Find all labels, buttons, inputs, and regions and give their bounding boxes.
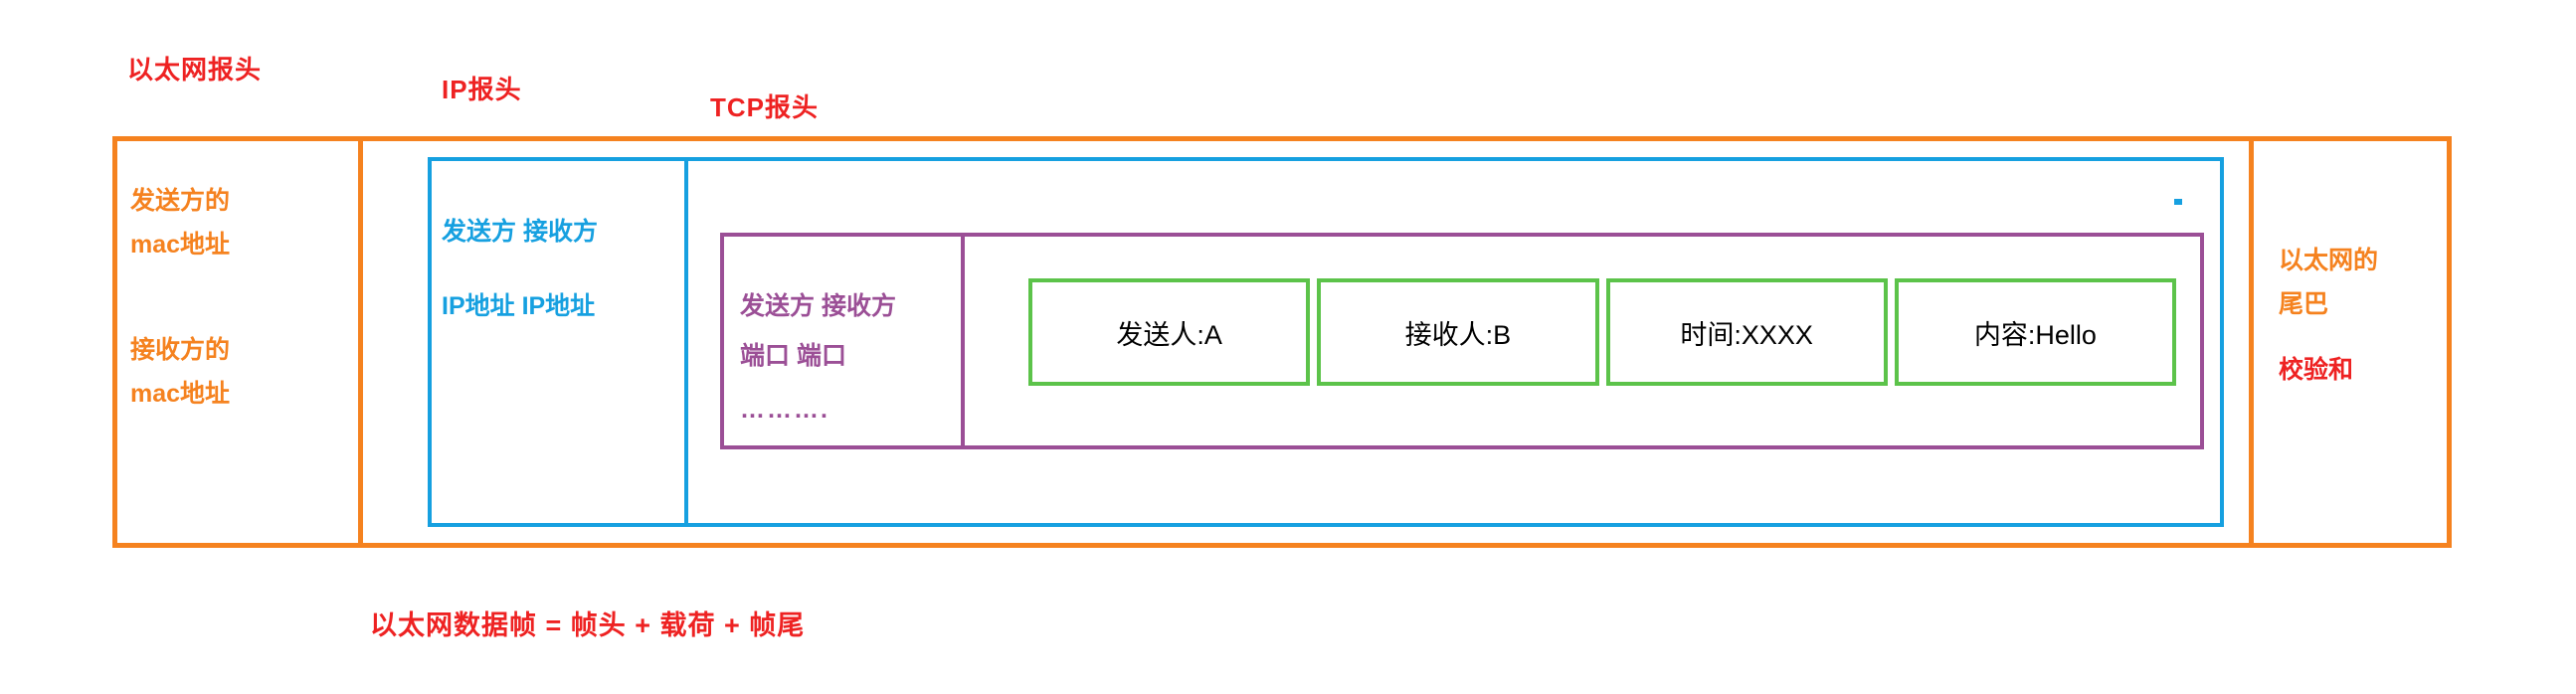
payload-cell: 发送人:A <box>1028 278 1311 386</box>
callout-ethernet-header: 以太网报头 <box>127 55 263 85</box>
ethernet-trailer-title-line2: 尾巴 <box>2279 290 2329 318</box>
ethernet-header-divider <box>358 136 363 548</box>
ip-header-box <box>428 157 2224 527</box>
payload-cell-label: 时间:XXXX <box>1680 319 1813 350</box>
tcp-header-inner-divider <box>961 233 965 449</box>
ethernet-dest-mac-field: 接收方的 mac地址 <box>130 328 230 416</box>
callout-ip-header: IP报头 <box>442 75 522 104</box>
ethernet-dest-mac-line2: mac地址 <box>130 380 231 408</box>
ip-header-tick-mark <box>2174 199 2182 205</box>
tcp-parties-label: 发送方 接收方 <box>740 292 896 320</box>
payload-cell: 接收人:B <box>1317 278 1599 386</box>
ip-header-inner-divider <box>684 157 688 527</box>
payload-cell-label: 发送人:A <box>1116 319 1222 350</box>
callout-tcp-header: TCP报头 <box>710 92 820 122</box>
payload-cell: 内容:Hello <box>1894 278 2176 386</box>
payload-cell-label: 内容:Hello <box>1973 319 2097 350</box>
ip-addresses-label: IP地址 IP地址 <box>442 292 596 320</box>
ethernet-trailer-title: 以太网的 尾巴 <box>2279 239 2378 326</box>
ethernet-dest-mac-line1: 接收方的 <box>130 336 231 364</box>
ethernet-trailer-divider <box>2249 136 2254 548</box>
ethernet-trailer-checksum: 校验和 <box>2279 356 2354 384</box>
tcp-ellipsis-label: ………. <box>740 396 829 424</box>
payload-cell-label: 接收人:B <box>1404 319 1512 350</box>
payload-strip: 发送人:A 接收人:B 时间:XXXX 内容:Hello <box>1028 278 2176 386</box>
ip-parties-label: 发送方 接收方 <box>442 218 598 246</box>
ethernet-source-mac-line2: mac地址 <box>130 231 231 259</box>
diagram-caption: 以太网数据帧 = 帧头 + 载荷 + 帧尾 <box>370 610 806 640</box>
ethernet-source-mac-line1: 发送方的 <box>130 187 231 215</box>
payload-cell: 时间:XXXX <box>1605 278 1888 386</box>
ethernet-source-mac-field: 发送方的 mac地址 <box>130 179 230 266</box>
ethernet-trailer-title-line1: 以太网的 <box>2279 247 2379 274</box>
tcp-header-box <box>720 233 2204 449</box>
ethernet-frame-box <box>112 136 2452 548</box>
tcp-ports-label: 端口 端口 <box>740 342 846 370</box>
